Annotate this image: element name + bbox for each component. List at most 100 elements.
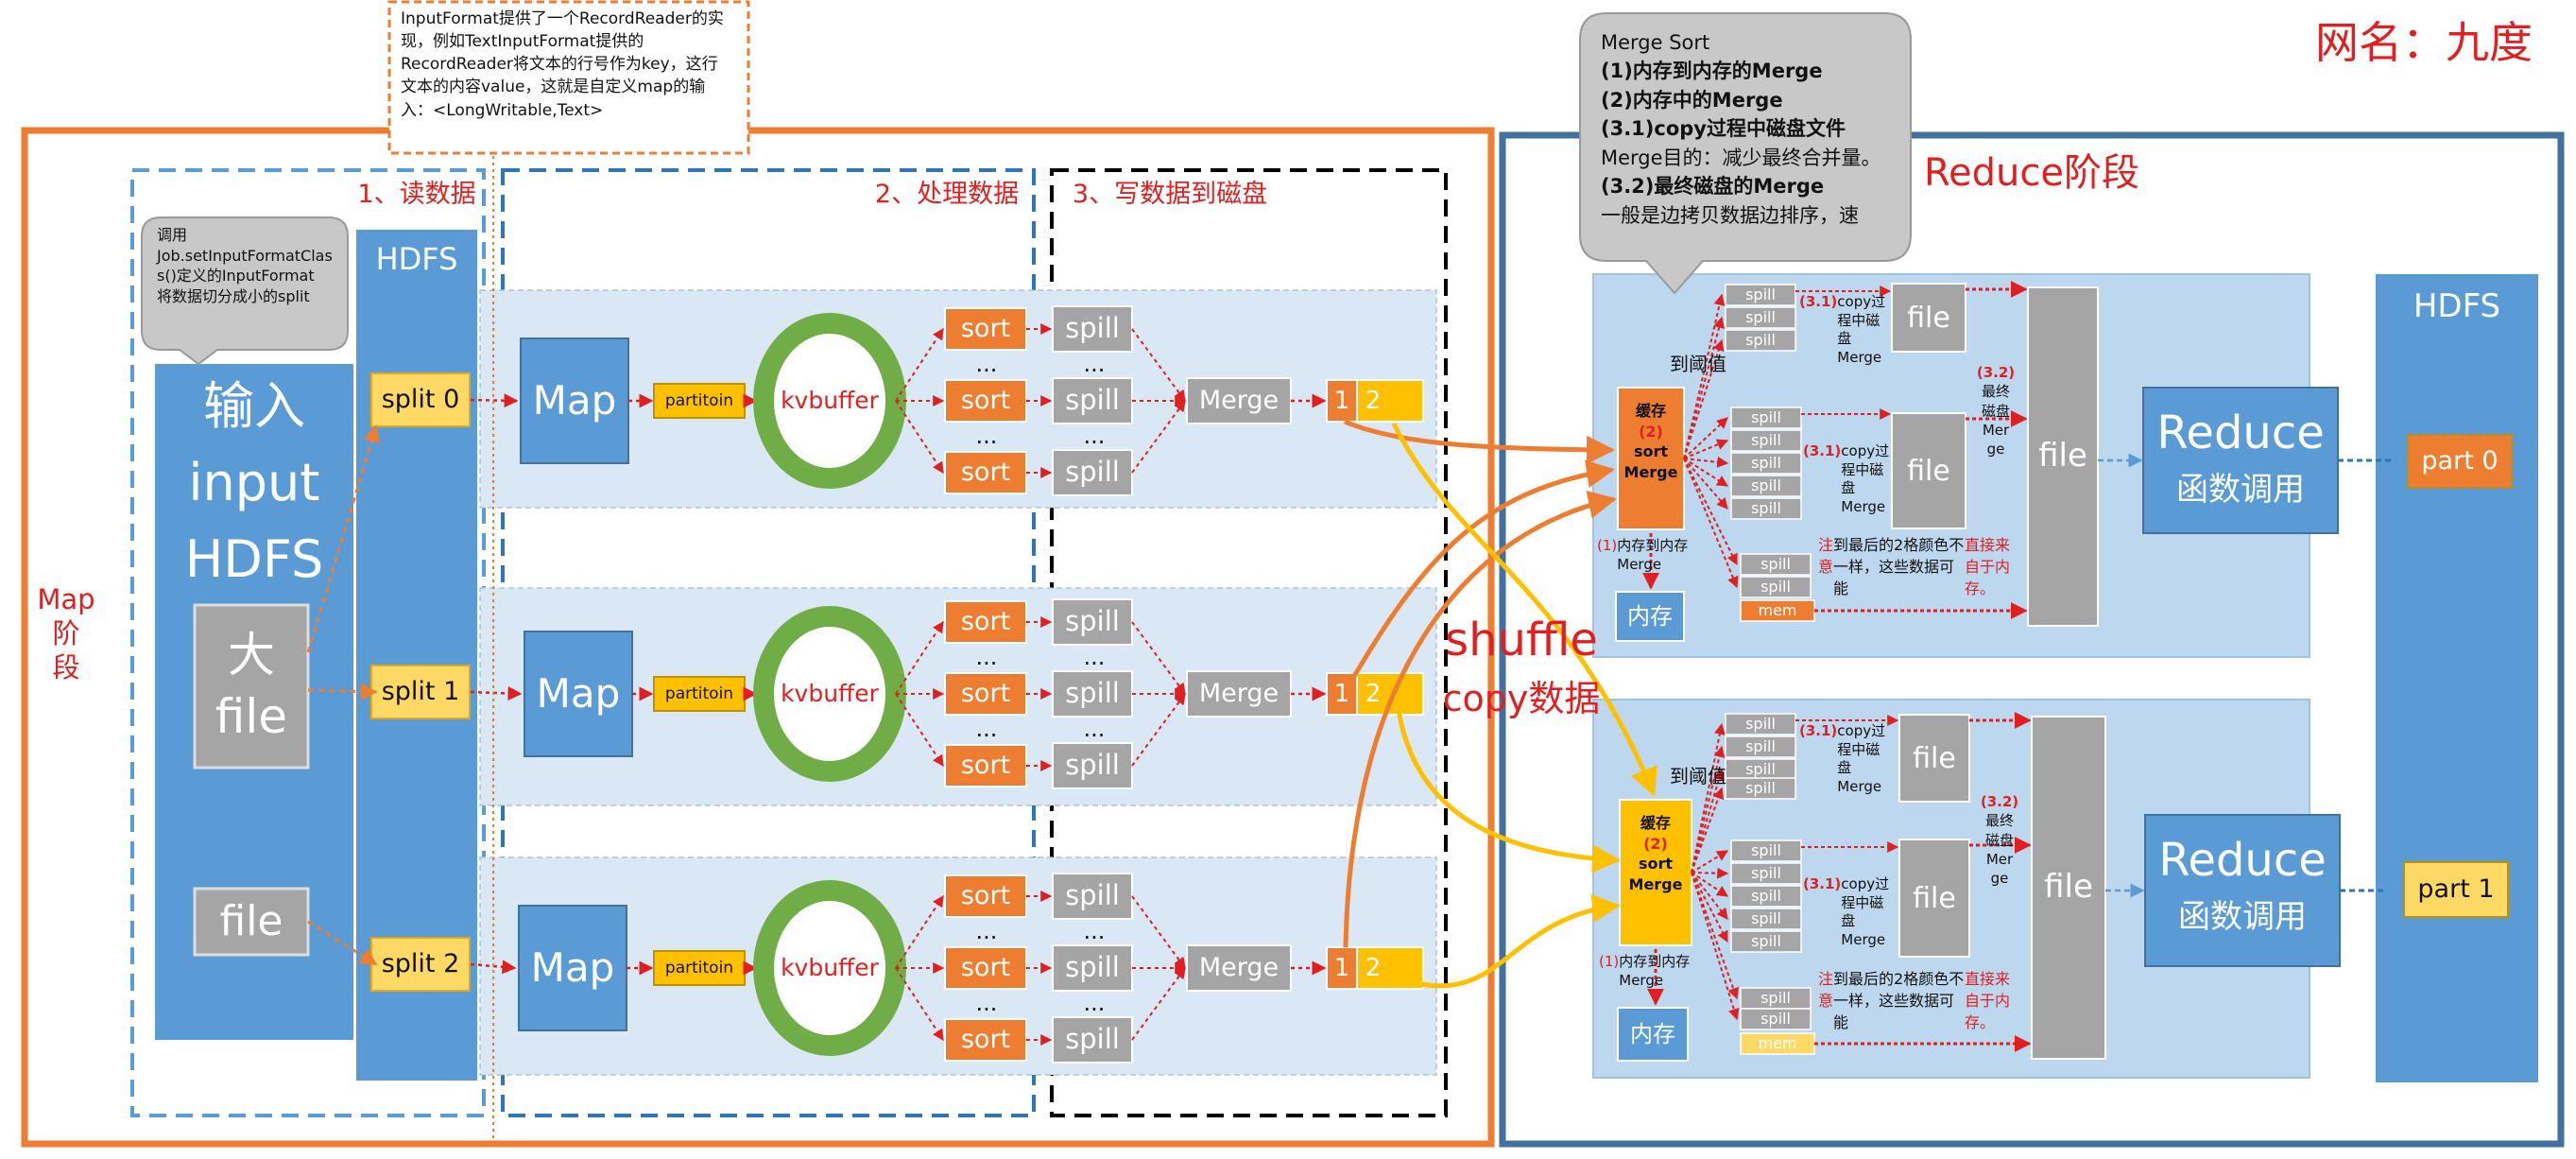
reduce-spill-b-0-4 (1730, 497, 1802, 520)
arrow-cache-s2-1-0 (1691, 850, 1729, 874)
merge-sort-callout-bubble (1579, 12, 1912, 295)
partition-box-0 (653, 383, 746, 419)
spill-box-0-0 (1052, 305, 1133, 353)
spill-box-1-2 (1052, 742, 1133, 789)
out-part2-2 (1356, 946, 1424, 990)
arrow-kv-sort-1-0 (895, 620, 944, 695)
split-box-2 (370, 937, 471, 992)
shuffle-map1-to-r1 (1396, 708, 1621, 874)
sort-box-2-2 (944, 1018, 1027, 1062)
spill-box-2-0 (1052, 873, 1133, 920)
big-file-block (193, 603, 310, 770)
sort-box-1-0 (944, 600, 1027, 644)
map-box-0 (520, 337, 629, 464)
reduce-spill-b-0-2 (1730, 452, 1802, 475)
reduce-big-file-0 (2027, 286, 2099, 627)
reduce-spill-b-1-2 (1730, 885, 1802, 908)
spill-box-0-2 (1052, 449, 1133, 496)
split-box-0 (370, 372, 471, 427)
reduce-func-box-0 (2142, 387, 2339, 534)
arrow-cache-s2-0-0 (1683, 417, 1728, 459)
reduce-file-a-0 (1891, 283, 1966, 353)
reduce-func-box-1 (2144, 814, 2341, 967)
arrow-bigfile-split1 (307, 683, 378, 701)
partition-box-2 (653, 950, 746, 986)
split-box-1 (370, 665, 471, 719)
arrow-cache-s2-0-3 (1683, 458, 1729, 487)
reduce-big-file-1 (2031, 716, 2106, 1060)
out-part2-1 (1356, 672, 1424, 716)
reduce-cache-box-1 (1619, 799, 1692, 946)
map-box-2 (518, 905, 627, 1031)
arrow-file-split2 (307, 920, 378, 966)
sort-box-1-1 (944, 672, 1027, 716)
small-file-block (193, 887, 310, 957)
reduce-spill-c-1-1 (1740, 1008, 1812, 1030)
spill-box-1-0 (1052, 598, 1133, 646)
arrow-cache-s2-1-1 (1691, 867, 1729, 879)
reduce-memory-box-0 (1615, 591, 1685, 642)
merge-box-0 (1186, 377, 1292, 424)
reduce-spill-c-0-0 (1740, 553, 1812, 576)
spill-box-0-1 (1052, 377, 1133, 424)
reduce-spill-a-1-0 (1725, 713, 1796, 735)
sort-box-2-1 (944, 946, 1027, 990)
reduce-spill-b-1-1 (1730, 862, 1802, 885)
arrow-split-map-1 (470, 685, 523, 701)
reduce-spill-a-0-2 (1725, 329, 1796, 352)
out-part2-0 (1356, 379, 1424, 423)
reduce-spill-b-0-1 (1730, 429, 1802, 452)
setinput-callout-bubble (141, 216, 349, 366)
arrow-cache-s1-1-1 (1691, 745, 1726, 874)
map-phase-frame (21, 127, 1495, 1148)
reduce-file-a-1 (1898, 714, 1970, 803)
arrow-kv-sort-0-2 (895, 400, 944, 475)
arrow-cache-s2-1-2 (1691, 872, 1729, 897)
sort-box-0-0 (944, 307, 1027, 351)
shuffle-map0-to-r1 (1391, 422, 1657, 797)
arrow-kv-sort-1-2 (895, 693, 944, 768)
arrow-kv-sort-0-0 (895, 327, 944, 402)
arrow-cache-s2-0-2 (1683, 456, 1729, 468)
arrow-cache-s3-0-1 (1683, 458, 1739, 589)
arrow-kv-sort-2-0 (895, 894, 944, 969)
partition-box-1 (653, 676, 746, 712)
reduce-file-b-1 (1898, 839, 1970, 958)
reduce-memory-box-1 (1617, 1007, 1689, 1062)
shuffle-map0-to-r0 (1344, 419, 1615, 464)
arrow-cache-s3-1-0 (1691, 872, 1739, 1000)
reduce-spill-b-1-3 (1730, 908, 1802, 930)
spill-box-2-2 (1052, 1016, 1133, 1064)
sort-box-0-2 (944, 451, 1027, 494)
reduce-spill-c-1-0 (1740, 987, 1812, 1010)
reduce-spill-a-0-1 (1725, 306, 1796, 329)
inputformat-callout-box (387, 0, 750, 155)
reduce-file-b-0 (1891, 412, 1966, 529)
reduce-spill-c-0-1 (1740, 576, 1812, 598)
arrow-cache-s2-0-4 (1683, 458, 1728, 510)
shuffle-map1-to-r0 (1341, 459, 1615, 696)
merge-box-1 (1186, 670, 1292, 718)
reduce-mem-box-0 (1740, 599, 1815, 622)
reduce-spill-a-1-1 (1725, 735, 1796, 758)
arrow-bigfile-split0 (306, 424, 380, 653)
arrow-cache-s1-1-2 (1691, 768, 1725, 874)
arrow-kv-sort-2-2 (895, 967, 944, 1042)
reduce-spill-b-0-3 (1730, 475, 1802, 497)
reduce-hdfs-column (2376, 274, 2538, 1082)
arrow-cache-s2-0-1 (1683, 439, 1729, 459)
process-section-box (501, 168, 1036, 1117)
reduce-cache-box-0 (1617, 387, 1685, 530)
part-box-0 (2407, 434, 2513, 489)
shuffle-map2-to-r1 (1417, 893, 1621, 989)
out-part1-0 (1326, 379, 1358, 423)
sort-box-1-2 (944, 744, 1027, 787)
reduce-spill-a-1-3 (1725, 777, 1796, 800)
reduce-spill-a-1-2 (1725, 758, 1796, 781)
reduce-phase-frame (1499, 131, 2565, 1148)
reduce-spill-b-1-0 (1730, 839, 1802, 862)
spill-box-1-1 (1052, 670, 1133, 718)
spill-box-2-1 (1052, 944, 1133, 992)
kvbuffer-ring-0 (753, 313, 906, 489)
